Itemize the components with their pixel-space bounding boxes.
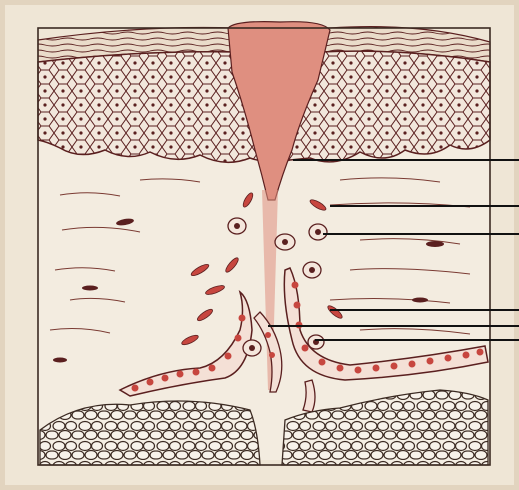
histology-diagram xyxy=(0,0,519,490)
diagram-canvas xyxy=(0,0,519,490)
